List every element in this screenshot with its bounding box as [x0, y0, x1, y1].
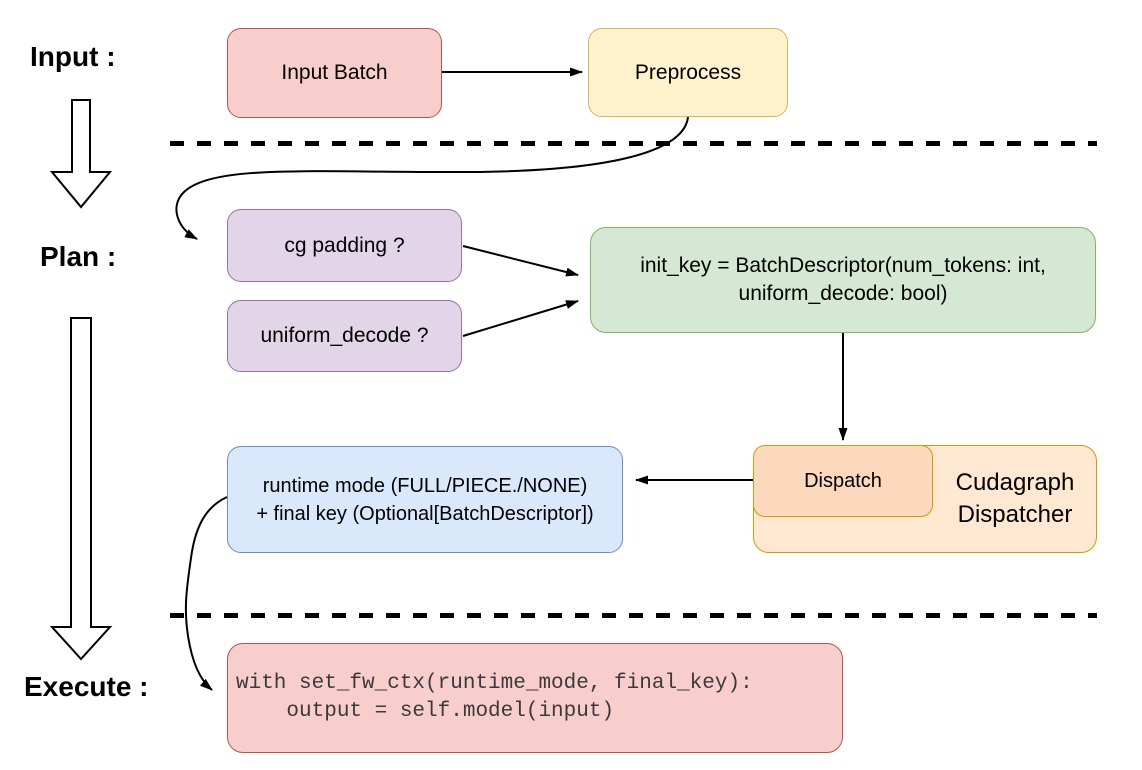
hollow-arrow-input-to-plan [49, 99, 113, 209]
runtime-mode-line2: + final key (Optional[BatchDescriptor]) [256, 502, 594, 525]
node-runtime-mode: runtime mode (FULL/PIECE./NONE) + final … [227, 446, 623, 553]
cudagraph-line2: Dispatcher [957, 501, 1073, 528]
runtime-mode-line1: runtime mode (FULL/PIECE./NONE) [262, 474, 588, 497]
node-preprocess: Preprocess [588, 28, 788, 117]
section-label-input: Input : [30, 41, 116, 72]
node-cg-padding: cg padding ? [227, 209, 462, 282]
node-execute-code: with set_fw_ctx(runtime_mode, final_key)… [227, 643, 843, 753]
edge-preprocess-to-cgpadding [175, 116, 689, 240]
cudagraph-line1: Cudagraph [955, 469, 1075, 496]
hollow-arrow-plan-to-execute [49, 317, 113, 661]
init-key-line1: init_key = BatchDescriptor(num_tokens: i… [640, 254, 1046, 277]
section-label-execute: Execute : [24, 671, 149, 702]
edge-runtimemode-to-executecode [184, 496, 228, 691]
edge-cgpadding-to-initkey [462, 245, 579, 277]
execute-code-line1: with set_fw_ctx(runtime_mode, final_key)… [236, 672, 753, 695]
node-uniform-decode: uniform_decode ? [227, 300, 462, 372]
edge-uniformdecode-to-initkey [462, 300, 579, 337]
execute-code-line2: output = self.model(input) [236, 700, 615, 723]
init-key-line2: uniform_decode: bool) [738, 282, 948, 305]
node-init-key: init_key = BatchDescriptor(num_tokens: i… [590, 227, 1096, 333]
node-dispatch: Dispatch [753, 445, 933, 517]
cudagraph-dispatcher-label: Cudagraph Dispatcher [933, 445, 1097, 553]
node-input-batch: Input Batch [227, 28, 442, 118]
section-label-plan: Plan : [40, 241, 117, 272]
